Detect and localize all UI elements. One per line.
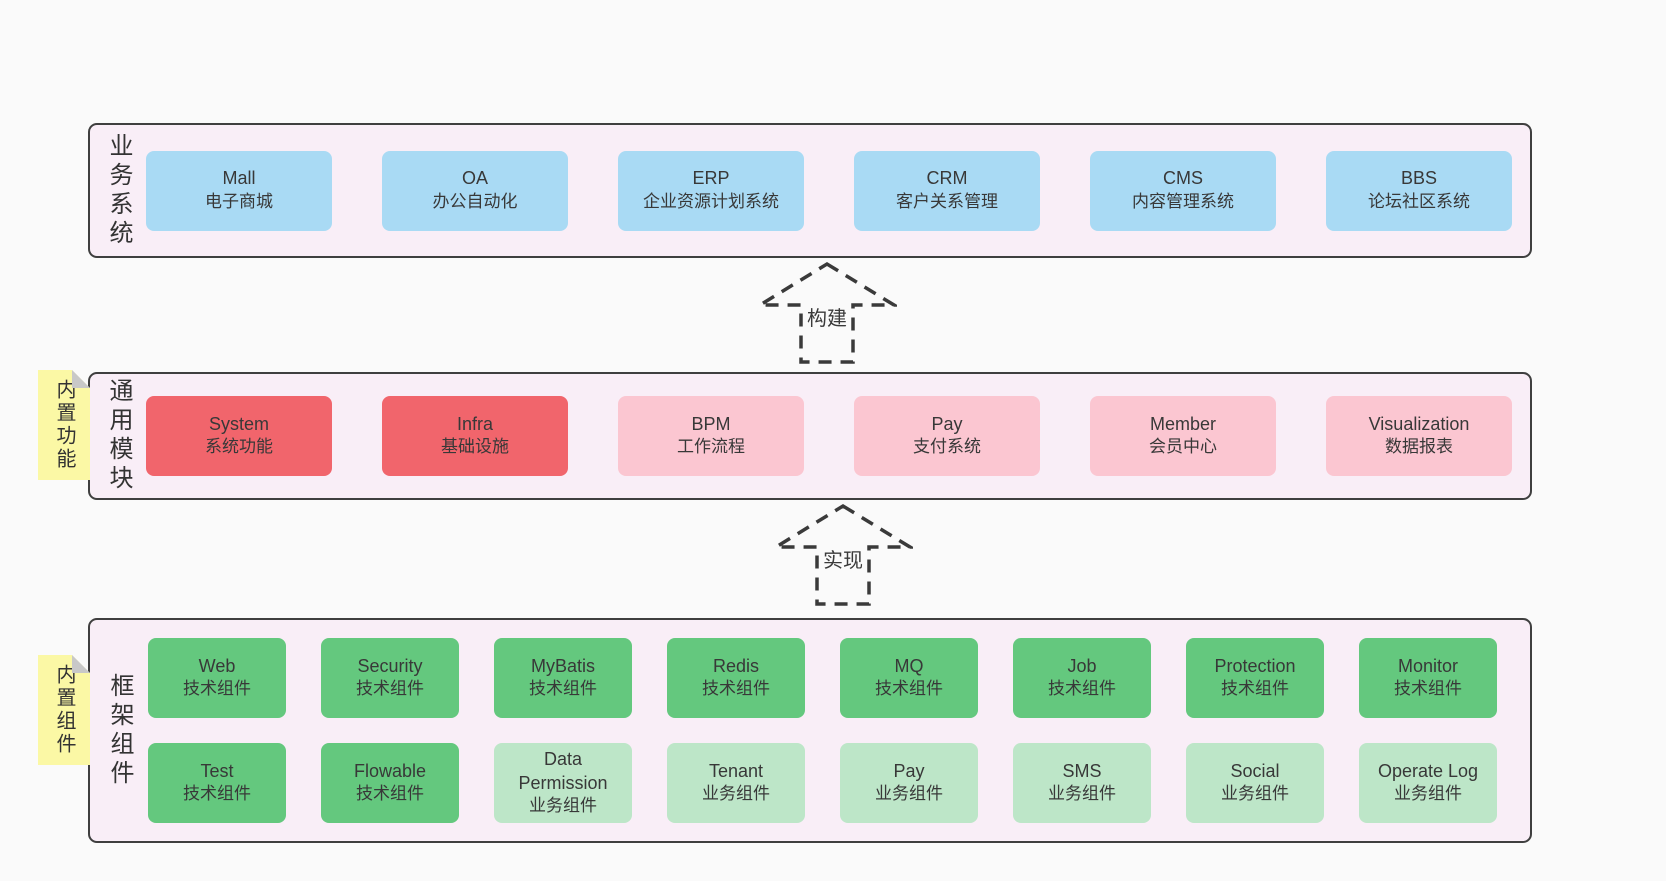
box-erp: ERP 企业资源计划系统 (618, 150, 804, 231)
business-boxes: Mall 电子商城 OA 办公自动化 ERP 企业资源计划系统 CRM 客户关系… (146, 125, 1530, 256)
box-mybatis: MyBatis 技术组件 (494, 638, 632, 718)
framework-boxes: Web 技术组件 Security 技术组件 MyBatis 技术组件 Redi… (148, 620, 1530, 841)
box-redis: Redis 技术组件 (667, 638, 805, 718)
section-title: 业务系统 (105, 132, 132, 249)
box-social: Social 业务组件 (1186, 743, 1324, 823)
arrow-label: 实现 (819, 543, 867, 574)
box-job: Job 技术组件 (1013, 638, 1151, 718)
dashed-up-arrow-icon (773, 503, 913, 606)
box-oa: OA 办公自动化 (382, 150, 568, 231)
box-bbs: BBS 论坛社区系统 (1326, 150, 1512, 231)
box-visualization: Visualization 数据报表 (1326, 396, 1512, 476)
box-mall: Mall 电子商城 (146, 150, 332, 231)
section-common-modules: 通用模块 System 系统功能 Infra 基础设施 BPM 工作流程 Pay… (88, 372, 1532, 500)
build-arrow: 构建 (757, 261, 897, 367)
section-business-systems: 业务系统 Mall 电子商城 OA 办公自动化 ERP 企业资源计划系统 CRM… (88, 123, 1532, 258)
box-security: Security 技术组件 (321, 638, 459, 718)
arrow-label: 构建 (803, 301, 851, 332)
box-infra: Infra 基础设施 (382, 396, 568, 476)
box-operate-log: Operate Log 业务组件 (1359, 743, 1497, 823)
box-sms: SMS 业务组件 (1013, 743, 1151, 823)
framework-row-2: Test 技术组件 Flowable 技术组件 Data Permission … (148, 743, 1497, 823)
implement-arrow: 实现 (773, 503, 913, 609)
section-label-framework: 框架组件 (90, 620, 148, 841)
box-web: Web 技术组件 (148, 638, 286, 718)
box-system: System 系统功能 (146, 396, 332, 476)
box-crm: CRM 客户关系管理 (854, 150, 1040, 231)
section-title: 通用模块 (105, 378, 132, 494)
dashed-up-arrow-icon (757, 261, 897, 364)
module-boxes: System 系统功能 Infra 基础设施 BPM 工作流程 Pay 支付系统… (146, 374, 1530, 498)
section-label-modules: 通用模块 (90, 374, 146, 498)
box-pay: Pay 支付系统 (854, 396, 1040, 476)
box-monitor: Monitor 技术组件 (1359, 638, 1497, 718)
framework-row-1: Web 技术组件 Security 技术组件 MyBatis 技术组件 Redi… (148, 638, 1497, 718)
section-title: 框架组件 (106, 672, 133, 789)
section-framework-components: 框架组件 Web 技术组件 Security 技术组件 MyBatis 技术组件… (88, 618, 1532, 843)
box-mq: MQ 技术组件 (840, 638, 978, 718)
section-label-business: 业务系统 (90, 125, 146, 256)
box-data-permission: Data Permission 业务组件 (494, 743, 632, 823)
box-tenant: Tenant 业务组件 (667, 743, 805, 823)
note-built-in-features: 内置功能 (38, 370, 90, 480)
box-bpm: BPM 工作流程 (618, 396, 804, 476)
box-protection: Protection 技术组件 (1186, 638, 1324, 718)
box-member: Member 会员中心 (1090, 396, 1276, 476)
box-flowable: Flowable 技术组件 (321, 743, 459, 823)
note-built-in-components: 内置组件 (38, 655, 90, 765)
box-pay-biz: Pay 业务组件 (840, 743, 978, 823)
box-cms: CMS 内容管理系统 (1090, 150, 1276, 231)
box-test: Test 技术组件 (148, 743, 286, 823)
